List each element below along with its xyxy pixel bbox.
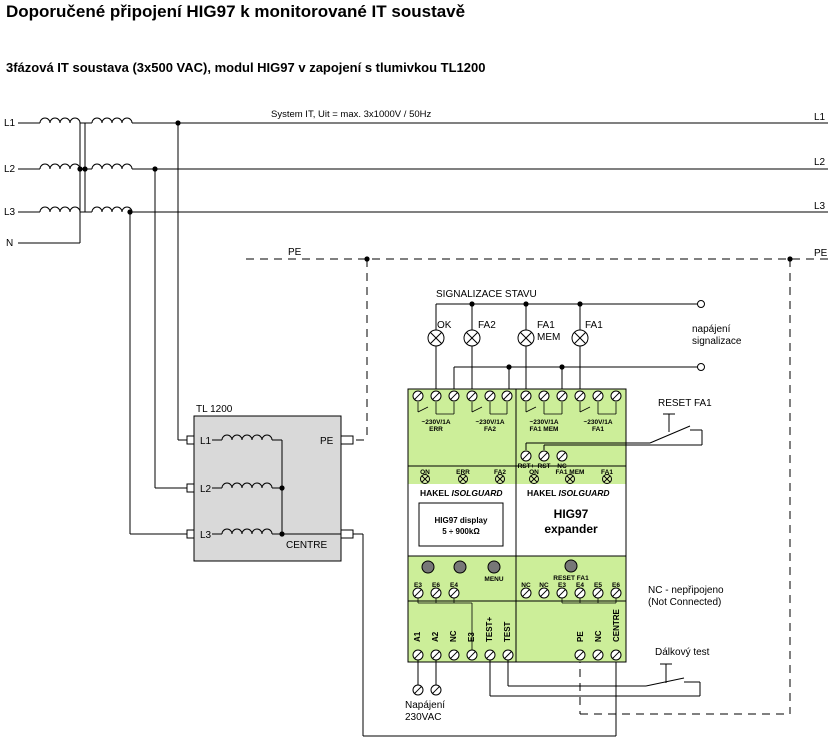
line-label-l3: L3: [4, 207, 16, 218]
hig-term-a2: A2: [431, 631, 440, 642]
nc-note-2: (Not Connected): [648, 597, 721, 608]
remote-test-switch: [489, 660, 701, 697]
exp-e-nc2: NC: [539, 582, 549, 589]
exp-name-1: HIG97: [554, 507, 589, 521]
hig-term-e3: E3: [467, 632, 476, 642]
tl1200-box: [186, 415, 354, 562]
exp-e-e6: E6: [612, 582, 620, 589]
hig-menu-button[interactable]: [487, 560, 501, 574]
exp-term-nc: NC: [594, 630, 603, 642]
page-title: Doporučené připojení HIG97 k monitorovan…: [6, 2, 466, 21]
system-label: System IT, Uit = max. 3x1000V / 50Hz: [271, 109, 431, 120]
supply-lines: [18, 117, 828, 535]
exp-relay-a-rating: ~230V/1A: [529, 419, 558, 426]
hig-relay-contacts: [417, 402, 508, 415]
power-supply-label-2: 230VAC: [405, 712, 442, 723]
tl1200-centre: CENTRE: [286, 540, 327, 551]
exp-brand: HAKEL ISOLGUARD: [527, 488, 610, 498]
exp-term-pe: PE: [576, 631, 585, 642]
exp-led-fa1-label: FA1: [601, 469, 613, 476]
hig-relay-b-name: FA2: [484, 426, 496, 433]
exp-rst-plus-label: RST+: [518, 463, 535, 470]
lamp-fa2-label: FA2: [478, 320, 496, 331]
pe-label-right: PE: [814, 248, 828, 259]
pe-label: PE: [288, 247, 302, 258]
exp-relay-b-rating: ~230V/1A: [583, 419, 612, 426]
remote-test-label: Dálkový test: [655, 647, 710, 658]
line-label-l2: L2: [4, 164, 16, 175]
tl1200-l3: L3: [200, 530, 212, 541]
exp-rst-label: RST: [538, 463, 551, 470]
tl1200-name: TL 1200: [196, 404, 233, 415]
line-label-l1: L1: [4, 118, 16, 129]
line-label-n: N: [6, 238, 13, 249]
hig-led-on-label: ON: [420, 469, 430, 476]
tl1200-pe: PE: [320, 436, 334, 447]
hig-term-nc: NC: [449, 630, 458, 642]
hig-relay-a-rating: ~230V/1A: [421, 419, 450, 426]
exp-e-e3: E3: [558, 582, 566, 589]
hig-button-2[interactable]: [453, 560, 467, 574]
hig-button-1[interactable]: [421, 560, 435, 574]
power-supply-label-1: Napájení: [405, 700, 445, 711]
exp-e-links: [561, 598, 617, 604]
lamp-ok-label: OK: [437, 320, 452, 331]
hig-e3-label: E3: [414, 582, 422, 589]
reset-fa1-label: RESET FA1: [658, 398, 712, 409]
nc-note-1: NC - nepřipojeno: [648, 585, 724, 596]
exp-led-fa1mem-label: FA1 MEM: [556, 469, 585, 476]
signal-wiring: [435, 303, 700, 390]
lamp-fa1mem-label: FA1: [537, 320, 555, 331]
hig-term-test-plus: TEST+: [485, 617, 494, 642]
exp-led-on-label: ON: [529, 469, 539, 476]
hig-display: [418, 502, 504, 547]
exp-e-e4: E4: [576, 582, 584, 589]
lamp-fa1-label: FA1: [585, 320, 603, 331]
signal-supply-label-2: signalizace: [692, 336, 742, 347]
hig-relay-b-rating: ~230V/1A: [475, 419, 504, 426]
power-supply-wires: [417, 660, 437, 685]
reset-fa1-switch: [525, 413, 703, 450]
expander-module: [515, 388, 627, 663]
exp-reset-button[interactable]: [564, 559, 578, 573]
hig-e-links: [417, 598, 473, 650]
exp-term-centre: CENTRE: [612, 608, 621, 642]
pe-line: [246, 258, 828, 715]
hig-term-test: TEST: [503, 621, 512, 642]
hig-brand: HAKEL ISOLGUARD: [420, 488, 503, 498]
exp-relay-b-name: FA1: [592, 426, 604, 433]
exp-nc-label: NC: [557, 463, 567, 470]
exp-e-nc1: NC: [521, 582, 531, 589]
exp-relay-contacts: [525, 402, 617, 415]
page-subtitle: 3fázová IT soustava (3x500 VAC), modul H…: [6, 60, 486, 75]
line-label-l1-right: L1: [814, 112, 826, 123]
exp-name-2: expander: [544, 522, 598, 536]
exp-reset-label: RESET FA1: [553, 575, 589, 582]
line-label-l3-right: L3: [814, 201, 826, 212]
exp-e-e5: E5: [594, 582, 602, 589]
line-label-l2-right: L2: [814, 157, 826, 168]
hig-relay-a-name: ERR: [429, 426, 443, 433]
hig-led-fa2-label: FA2: [494, 469, 506, 476]
tl1200-l2: L2: [200, 484, 212, 495]
hig-led-err-label: ERR: [456, 469, 470, 476]
hig-display-line2: 5 ÷ 900kΩ: [442, 527, 480, 536]
signal-supply-terminal-top: [697, 300, 705, 308]
hig-display-line1: HIG97 display: [435, 516, 488, 525]
tl1200-l1: L1: [200, 436, 212, 447]
signal-supply-terminal-bottom: [697, 363, 705, 371]
signal-supply-label-1: napájení: [692, 324, 731, 335]
hig-menu-label: MENU: [484, 576, 503, 583]
signal-title: SIGNALIZACE STAVU: [436, 289, 537, 300]
lamp-fa1mem-label2: MEM: [537, 332, 560, 343]
hig-term-a1: A1: [413, 631, 422, 642]
exp-relay-a-name: FA1 MEM: [530, 426, 559, 433]
hig-e6-label: E6: [432, 582, 440, 589]
hig-e4-label: E4: [450, 582, 458, 589]
